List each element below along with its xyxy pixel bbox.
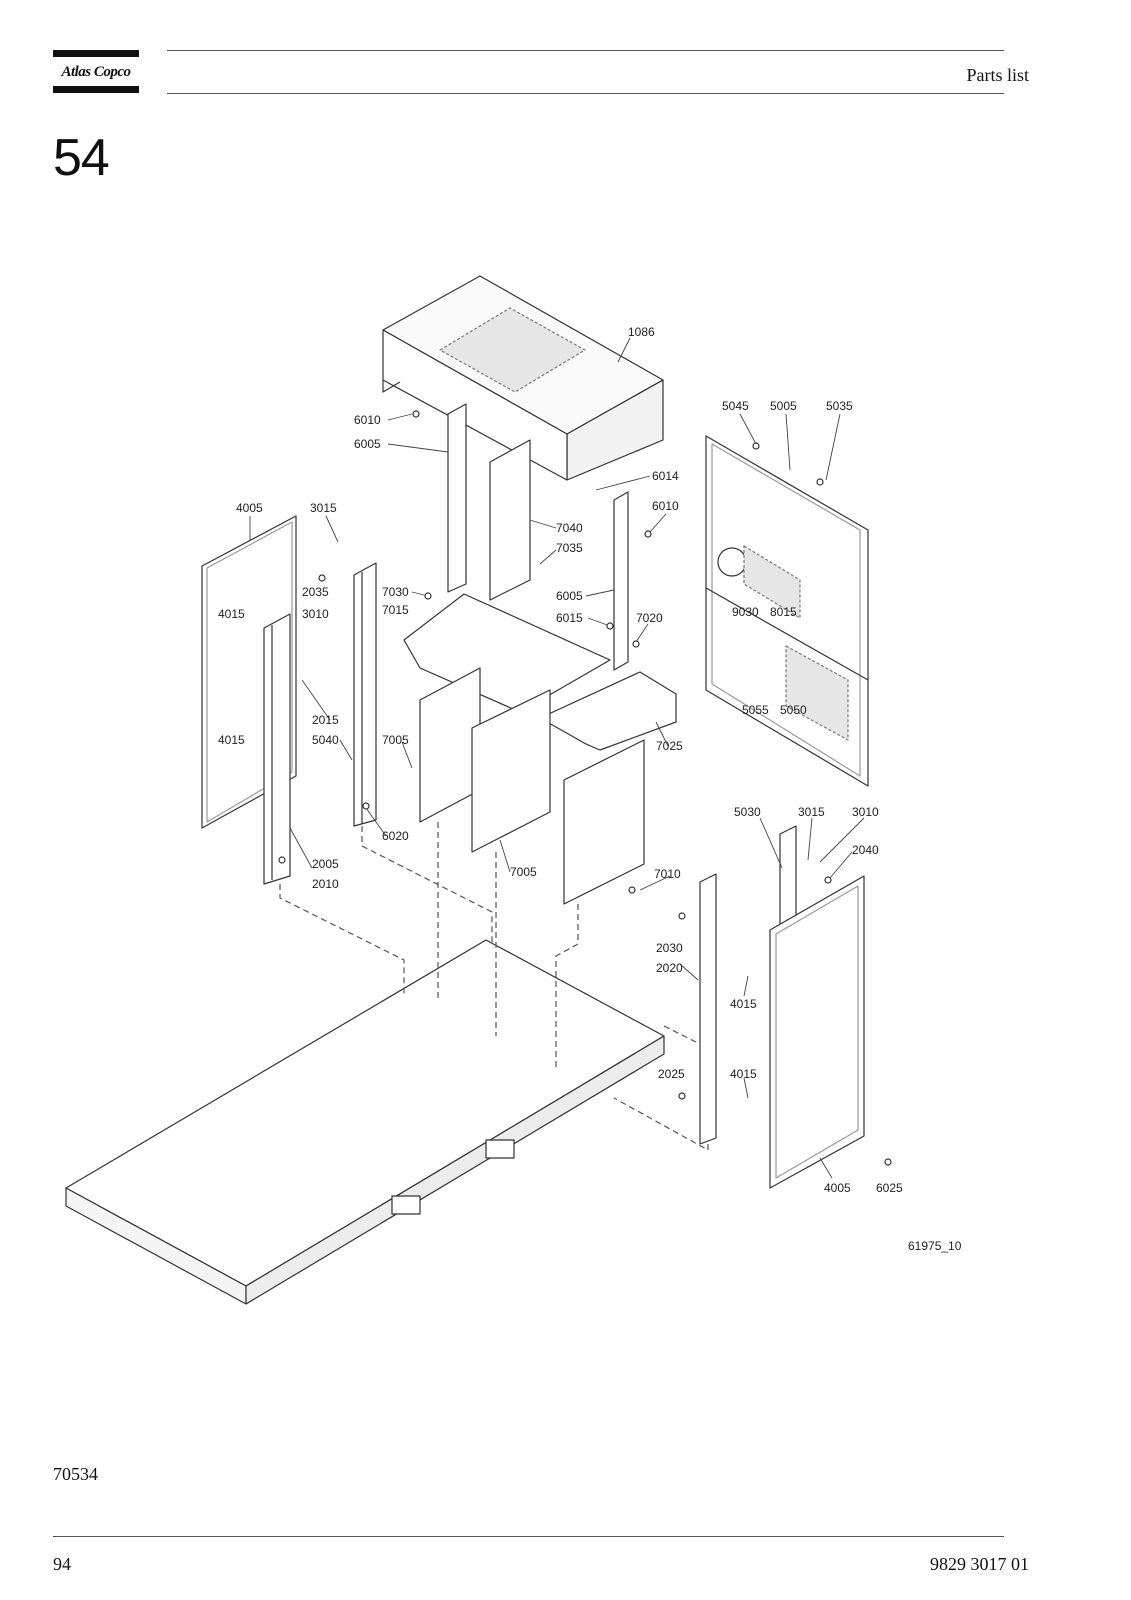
- callout-leaders: [249, 337, 865, 1179]
- callout-4015-lower-left: 4015: [218, 733, 245, 747]
- callout-2020: 2020: [656, 961, 683, 975]
- callout-6025: 6025: [876, 1181, 903, 1195]
- callout-4015-lower-right: 4015: [730, 1067, 757, 1081]
- callout-7015: 7015: [382, 603, 409, 617]
- left-frame-columns: [263, 562, 377, 885]
- left-upright-6005: [447, 403, 467, 593]
- right-upright-6005: [613, 491, 629, 671]
- header-bottom-rule: [167, 93, 1004, 94]
- logo-brand-text: Atlas Copco: [61, 64, 131, 80]
- callout-4015-upper-left: 4015: [218, 607, 245, 621]
- control-panel-5005: [705, 435, 869, 787]
- callout-6020: 6020: [382, 829, 409, 843]
- callout-6005-right: 6005: [556, 589, 583, 603]
- footer-rule: [53, 1536, 1004, 1537]
- logo-top-bar: [53, 50, 139, 57]
- callout-4005-left: 4005: [236, 501, 263, 515]
- inner-panel-7040: [489, 439, 531, 601]
- drawing-reference: 61975_10: [908, 1239, 962, 1253]
- callout-7040: 7040: [556, 521, 583, 535]
- document-number: 9829 3017 01: [930, 1554, 1029, 1574]
- callout-6005-left: 6005: [354, 437, 381, 451]
- callout-7005-lower: 7005: [510, 865, 537, 879]
- callout-3015-left: 3015: [310, 501, 337, 515]
- callout-2005: 2005: [312, 857, 339, 871]
- right-door-panel: [769, 875, 865, 1189]
- callout-7030: 7030: [382, 585, 409, 599]
- divider-panel-b: [471, 689, 551, 853]
- divider-panel-c: [563, 739, 645, 905]
- callout-labels: 1086 6010 6005 5045 5005 5035 6014 6010 …: [218, 325, 962, 1253]
- atlas-copco-logo: Atlas Copco: [53, 50, 139, 94]
- header-top-rule: [167, 50, 1004, 51]
- callout-6015: 6015: [556, 611, 583, 625]
- callout-2015: 2015: [312, 713, 339, 727]
- callout-2010: 2010: [312, 877, 339, 891]
- callout-2035: 2035: [302, 585, 329, 599]
- canopy-roof-part: [382, 275, 664, 481]
- callout-7020: 7020: [636, 611, 663, 625]
- document-code: 70534: [53, 1464, 98, 1484]
- callout-3015-right: 3015: [798, 805, 825, 819]
- section-number: 54: [53, 129, 110, 187]
- callout-3010-left: 3010: [302, 607, 329, 621]
- callout-7010: 7010: [654, 867, 681, 881]
- logo-bottom-bar: [53, 86, 139, 93]
- callout-8015: 8015: [770, 605, 797, 619]
- callout-7025: 7025: [656, 739, 683, 753]
- callout-6014: 6014: [652, 469, 679, 483]
- callout-4005-right: 4005: [824, 1181, 851, 1195]
- plate-7025: [539, 671, 677, 751]
- fastener-bolts: [278, 410, 892, 1166]
- callout-2030: 2030: [656, 941, 683, 955]
- callout-9030: 9030: [732, 605, 759, 619]
- page-number: 94: [53, 1554, 71, 1574]
- callout-7005-left: 7005: [382, 733, 409, 747]
- callout-6010-right: 6010: [652, 499, 679, 513]
- callout-5045: 5045: [722, 399, 749, 413]
- callout-2025: 2025: [658, 1067, 685, 1081]
- callout-5030: 5030: [734, 805, 761, 819]
- assembly-guide-lines: [279, 822, 709, 1151]
- divider-panel-a: [419, 667, 481, 823]
- callout-5050: 5050: [780, 703, 807, 717]
- callout-2040: 2040: [852, 843, 879, 857]
- callout-4015-upper-right: 4015: [730, 997, 757, 1011]
- callout-6010-left: 6010: [354, 413, 381, 427]
- callout-5040: 5040: [312, 733, 339, 747]
- callout-7035: 7035: [556, 541, 583, 555]
- base-frame: [65, 939, 665, 1305]
- right-frame-column: [699, 873, 717, 1145]
- callout-5035: 5035: [826, 399, 853, 413]
- callout-5005: 5005: [770, 399, 797, 413]
- callout-5055: 5055: [742, 703, 769, 717]
- callout-3010-right: 3010: [852, 805, 879, 819]
- header-title: Parts list: [966, 65, 1029, 85]
- right-rear-column: [779, 825, 797, 929]
- callout-1086: 1086: [628, 325, 655, 339]
